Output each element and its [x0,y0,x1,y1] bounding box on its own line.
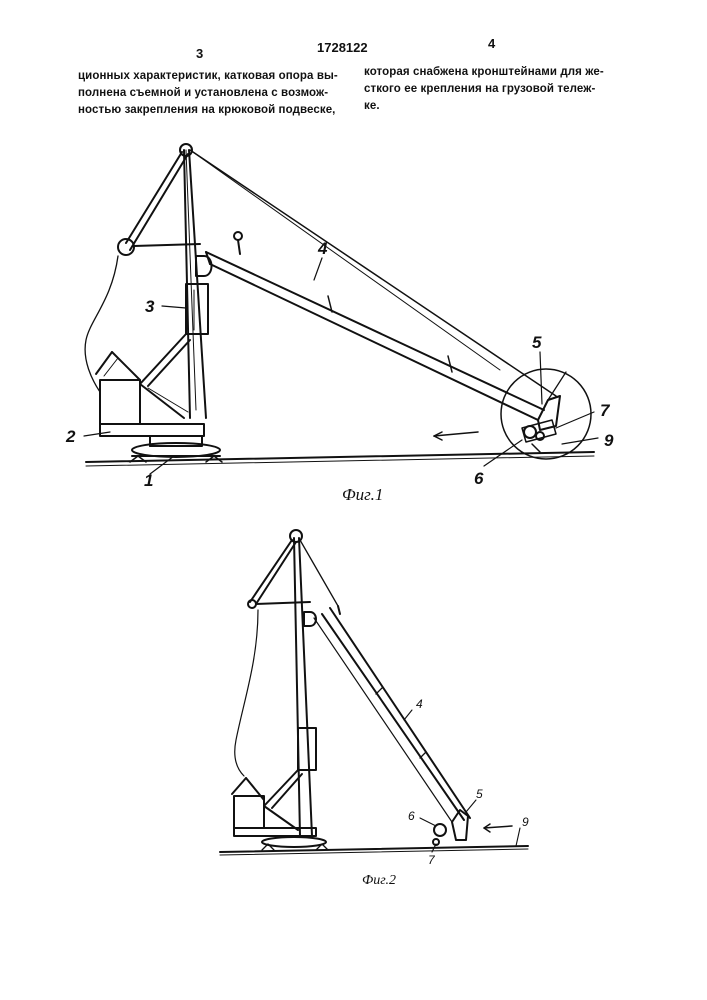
fig1-label-4: 4 [317,239,328,258]
roller-6 [524,426,536,438]
figure-2-drawing [220,530,528,855]
fig2-label-5: 5 [476,787,483,801]
fig2-label-7: 7 [428,853,436,867]
fig2-label-6: 6 [408,809,415,823]
boom [206,252,544,410]
fig1-label-6: 6 [474,469,484,488]
cabin [100,380,140,424]
fig2-label-9: 9 [522,815,529,829]
fig1-label-7: 7 [600,401,611,420]
boom-2 [322,614,464,820]
figure-1-drawing [84,144,598,474]
fig2-caption: Фиг.2 [362,873,396,888]
fig1-label-3: 3 [145,297,155,316]
fig2-label-4: 4 [416,697,423,711]
fig1-caption: Фиг.1 [342,485,383,504]
hook-block [196,256,212,276]
platform-2 [100,424,204,436]
fig1-label-1: 1 [144,471,153,490]
ground-rail-2 [220,846,528,852]
fig1-label-5: 5 [532,333,542,352]
fig1-label-2: 2 [65,427,76,446]
fig1-label-9: 9 [604,431,614,450]
